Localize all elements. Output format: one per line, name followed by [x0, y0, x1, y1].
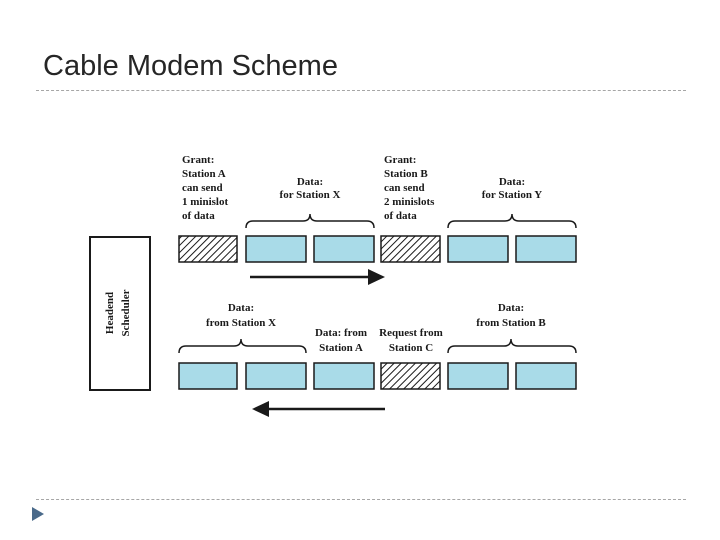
- request-from-station-c-label: Request from Station C: [379, 327, 443, 354]
- svg-text:for Station X: for Station X: [280, 189, 341, 201]
- downstream-slot-grant-b: [380, 235, 441, 263]
- svg-text:can send: can send: [182, 182, 223, 194]
- title-divider: [36, 90, 686, 91]
- svg-text:Request from: Request from: [379, 327, 443, 339]
- grant-station-b-label: Grant: Station B can send 2 minislots of…: [384, 154, 435, 222]
- brace-data-from-b: [447, 338, 577, 354]
- svg-text:from Station B: from Station B: [476, 317, 546, 329]
- downstream-slot-data-y-1: [447, 235, 509, 263]
- upstream-slot-data-a: [313, 362, 375, 390]
- data-from-station-x-label: Data: from Station X: [206, 302, 276, 329]
- svg-text:2 minislots: 2 minislots: [384, 196, 435, 208]
- svg-text:can send: can send: [384, 182, 425, 194]
- svg-text:Grant:: Grant:: [384, 154, 416, 166]
- scheduler-label: Scheduler: [120, 289, 132, 336]
- svg-text:of data: of data: [384, 210, 417, 222]
- svg-text:from Station X: from Station X: [206, 317, 276, 329]
- downstream-slot-data-x-1: [245, 235, 307, 263]
- svg-text:Station A: Station A: [182, 168, 226, 180]
- svg-text:Station A: Station A: [319, 342, 363, 354]
- svg-text:Data:: Data:: [498, 302, 524, 314]
- data-for-station-y-label: Data: for Station Y: [482, 176, 543, 201]
- svg-text:Data:: Data:: [228, 302, 254, 314]
- downstream-arrow: [250, 269, 385, 285]
- upstream-slot-request-c: [380, 362, 441, 390]
- grant-station-a-label: Grant: Station A can send 1 minislot of …: [182, 154, 228, 222]
- svg-text:Data: from: Data: from: [315, 327, 367, 339]
- svg-text:Data:: Data:: [499, 176, 525, 188]
- upstream-arrow: [252, 401, 385, 417]
- svg-text:for Station Y: for Station Y: [482, 189, 543, 201]
- footer-divider: [36, 499, 686, 500]
- downstream-slot-grant-a: [178, 235, 238, 263]
- data-from-station-b-label: Data: from Station B: [476, 302, 546, 329]
- slide-title: Cable Modem Scheme: [43, 50, 338, 82]
- headend-label: Headend: [104, 292, 116, 334]
- data-for-station-x-label: Data: for Station X: [280, 176, 341, 201]
- svg-text:Data:: Data:: [297, 176, 323, 188]
- headend-scheduler: Headend Scheduler: [89, 236, 151, 391]
- downstream-slot-data-x-2: [313, 235, 375, 263]
- brace-data-from-x: [178, 338, 307, 354]
- brace-data-y: [447, 213, 577, 229]
- svg-text:of data: of data: [182, 210, 215, 222]
- upstream-slot-data-b-1: [447, 362, 509, 390]
- upstream-slot-data-x-2: [245, 362, 307, 390]
- svg-text:Station C: Station C: [389, 342, 433, 354]
- svg-text:1 minislot: 1 minislot: [182, 196, 228, 208]
- data-from-station-a-label: Data: from Station A: [315, 327, 367, 354]
- svg-text:Grant:: Grant:: [182, 154, 214, 166]
- triangle-bullet-icon: [32, 507, 44, 521]
- upstream-slot-data-x-1: [178, 362, 238, 390]
- upstream-slot-data-b-2: [515, 362, 577, 390]
- svg-text:Station B: Station B: [384, 168, 428, 180]
- downstream-slot-data-y-2: [515, 235, 577, 263]
- brace-data-x: [245, 213, 375, 229]
